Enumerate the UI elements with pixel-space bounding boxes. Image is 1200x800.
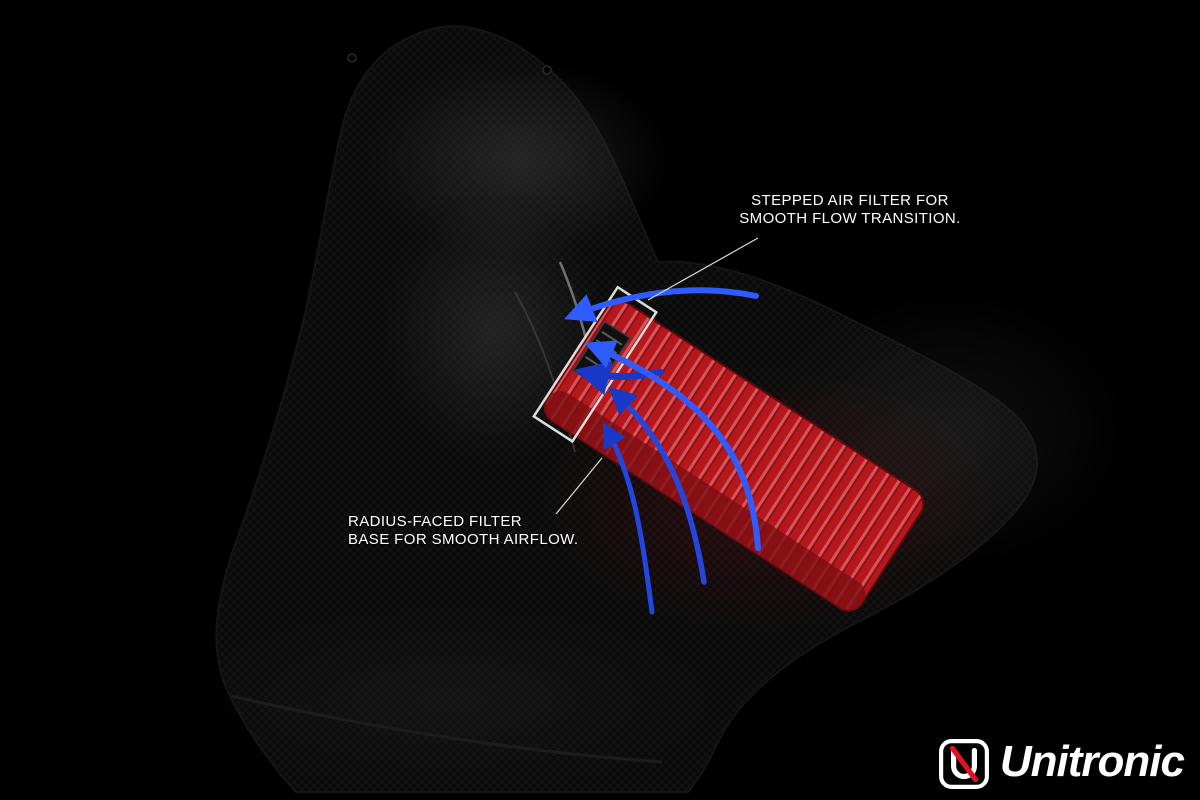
callout-stepped-filter: STEPPED AIR FILTER FOR SMOOTH FLOW TRANS… bbox=[700, 192, 1000, 228]
callout-radius-base-line1: RADIUS-FACED FILTER bbox=[348, 513, 523, 530]
airflow-arrow bbox=[608, 386, 707, 585]
brand-name: Unitronic bbox=[999, 737, 1185, 786]
callout-stepped-filter-line2: SMOOTH FLOW TRANSITION. bbox=[739, 210, 961, 227]
airflow-arrow bbox=[584, 340, 761, 551]
leader-line-radius-base bbox=[555, 457, 603, 515]
callout-radius-base: RADIUS-FACED FILTER BASE FOR SMOOTH AIRF… bbox=[348, 513, 578, 549]
leader-line-stepped-filter bbox=[647, 237, 759, 301]
airflow-arrows bbox=[564, 287, 761, 615]
airflow-arrow bbox=[602, 421, 655, 615]
unitronic-u-icon bbox=[938, 739, 989, 789]
fastener-screw bbox=[347, 53, 357, 63]
brand-logo: Unitronic bbox=[938, 737, 1185, 790]
leader-lines bbox=[555, 237, 759, 515]
fastener-screw bbox=[542, 65, 552, 75]
callout-stepped-filter-line1: STEPPED AIR FILTER FOR bbox=[751, 192, 949, 209]
airflow-arrow bbox=[564, 287, 759, 322]
callout-radius-base-line2: BASE FOR SMOOTH AIRFLOW. bbox=[348, 531, 579, 548]
